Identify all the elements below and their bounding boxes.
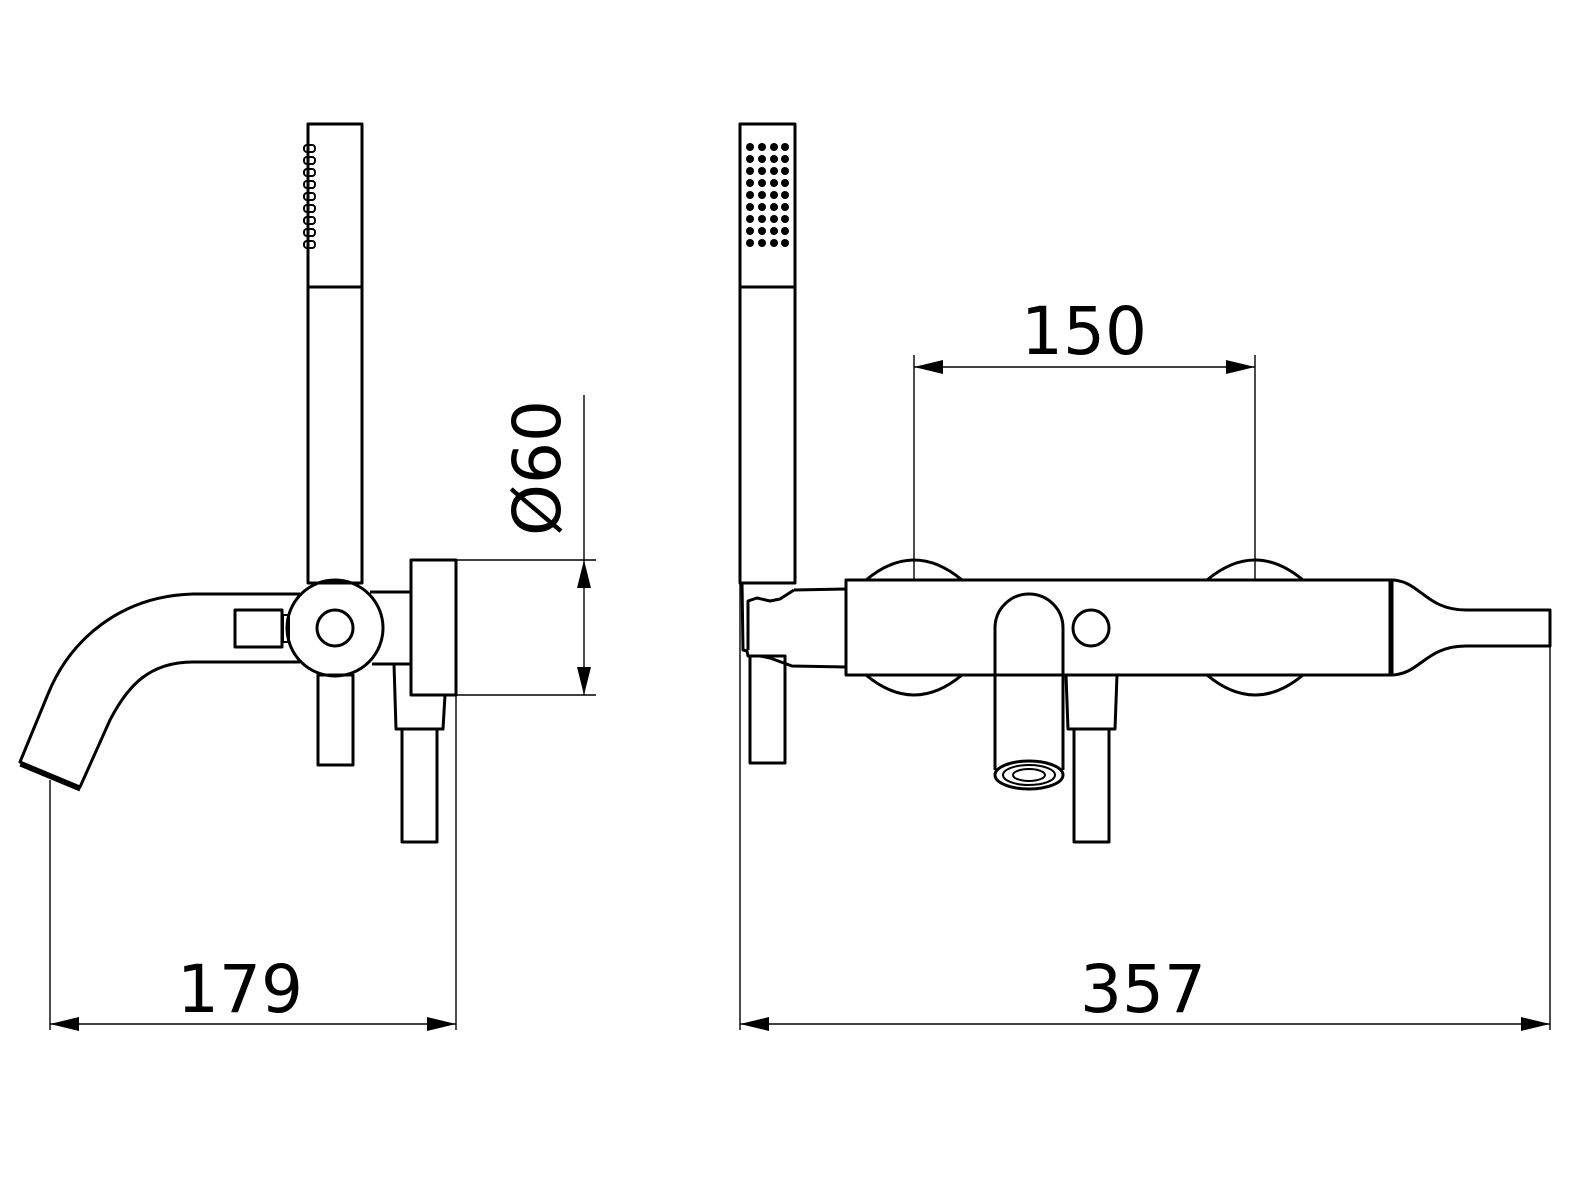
side-view: 179 Ø60 [18, 122, 596, 1031]
wall-flange-side [409, 558, 458, 697]
hand-shower-front [738, 122, 797, 585]
supply-leg-side [400, 727, 439, 844]
spout-side [18, 592, 300, 789]
shower-holder-front [740, 582, 847, 669]
spout-front [993, 592, 1065, 770]
hand-shower-side [303, 122, 364, 585]
front-view: 150 357 [738, 122, 1552, 1031]
mixer-body-front [844, 578, 1393, 677]
dimension-center-distance-label: 150 [1021, 293, 1147, 370]
shower-nozzles-front [746, 143, 789, 247]
lever-hub-side [285, 578, 385, 678]
shower-nozzles-side [303, 144, 316, 249]
dimension-overall-width-label: 357 [1080, 951, 1206, 1028]
dimension-diameter-label: Ø60 [499, 400, 576, 536]
diverter-knob-side [233, 608, 284, 649]
cartridge-end-front [1390, 578, 1552, 677]
lever-side [316, 673, 355, 767]
dimension-depth-label: 179 [177, 951, 303, 1028]
supply-leg-front [1072, 727, 1111, 844]
diverter-knob-front [1071, 608, 1111, 648]
